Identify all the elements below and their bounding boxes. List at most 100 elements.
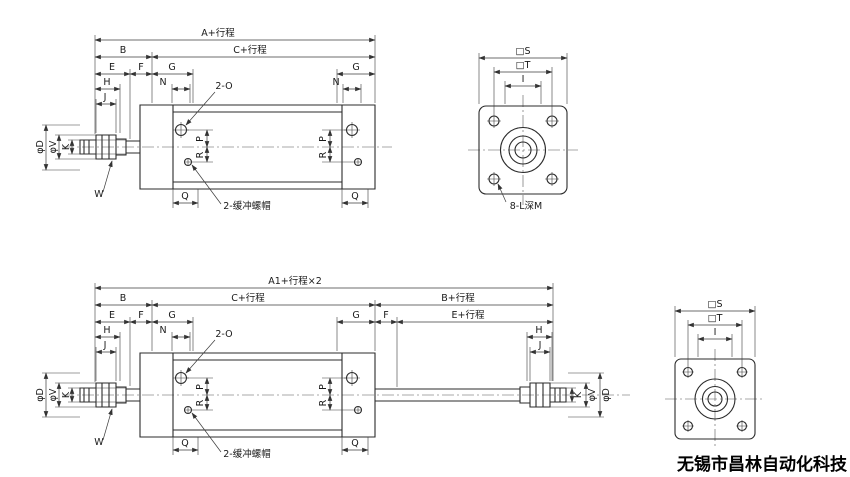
dim-label: B — [120, 45, 127, 56]
dim-label: E+行程 — [452, 309, 485, 321]
extension-lines — [42, 283, 604, 455]
watermark-text: 无锡市昌林自动化科技 — [676, 454, 848, 475]
callout-cushion-nuts: 2-缓冲螺帽 — [191, 164, 271, 212]
dim-c-plus-stroke: C+行程 — [151, 44, 376, 60]
dim-label: □T — [708, 313, 723, 324]
dim-n: N — [159, 325, 191, 340]
dim-q-right: Q — [341, 191, 369, 206]
dim-label: H — [535, 325, 542, 336]
dim-k-right: K — [569, 387, 584, 403]
dim-label: □T — [516, 60, 531, 71]
callout-rod-nut-w: W — [94, 160, 113, 200]
dim-p-left: P — [195, 129, 210, 148]
dim-label: □S — [707, 299, 722, 310]
dim-q-right: Q — [341, 438, 369, 453]
dim-b-plus-stroke: B+行程 — [374, 292, 554, 308]
dim-g-left: G — [151, 62, 194, 77]
cylinder-body — [139, 104, 376, 190]
dim-label: φV — [48, 140, 59, 153]
bore-circles — [694, 378, 736, 420]
dim-e: E — [94, 310, 131, 325]
dim-q-left: Q — [172, 438, 199, 453]
dim-label: G — [352, 62, 359, 73]
dim-p-left: P — [195, 377, 210, 396]
dim-label: Q — [181, 438, 188, 449]
callout-tapped-holes: 8-L深M — [497, 183, 542, 212]
dim-label: G — [168, 310, 175, 321]
callout-label: 2-缓冲螺帽 — [223, 448, 270, 460]
dim-label: N — [159, 77, 166, 88]
dim-label: φD — [35, 140, 46, 154]
dim-square-t: □T — [493, 60, 553, 75]
dim-label: K — [61, 143, 72, 150]
dim-n-right: N — [332, 77, 362, 92]
dim-label: Q — [351, 438, 358, 449]
flange-body — [478, 105, 568, 195]
dim-label: I — [714, 327, 717, 338]
dim-h: H — [94, 77, 121, 92]
flange-body — [674, 358, 756, 440]
dim-label: B — [120, 293, 127, 304]
dim-label: G — [168, 62, 175, 73]
callout-label: W — [94, 189, 104, 200]
dim-label: P — [195, 136, 206, 142]
bolt-holes — [682, 366, 748, 432]
callout-rod-nut-w: W — [94, 408, 113, 448]
dim-g-left: G — [151, 310, 194, 325]
dim-p-right: P — [318, 129, 333, 148]
callout-ports: 2-O — [185, 81, 233, 126]
dim-label: I — [522, 74, 525, 85]
extension-lines — [42, 35, 376, 208]
dim-label: K — [573, 391, 584, 398]
dim-label: C+行程 — [233, 44, 267, 56]
dim-label: N — [332, 77, 339, 88]
dim-f-right: F — [374, 310, 398, 325]
dim-dia-d-right: φD — [597, 372, 612, 418]
callout-label: 2-O — [215, 329, 232, 340]
dim-label: B+行程 — [441, 292, 475, 304]
bolt-holes — [487, 114, 559, 186]
dim-n-left: N — [159, 77, 191, 92]
dim-q-left: Q — [172, 191, 199, 206]
dim-square-s: □S — [478, 46, 568, 61]
dim-label: □S — [515, 46, 530, 57]
dim-f: F — [129, 62, 153, 77]
dim-label: H — [103, 77, 110, 88]
dim-label: A1+行程×2 — [268, 275, 322, 287]
port-holes — [173, 122, 363, 167]
dim-b: B — [94, 45, 153, 60]
dim-label: J — [103, 340, 107, 351]
dim-k-left: K — [61, 387, 75, 403]
dim-h-right: H — [526, 325, 553, 340]
dim-label: K — [61, 391, 72, 398]
dim-f-left: F — [129, 310, 153, 325]
dim-dia-d-left: φD — [35, 372, 49, 418]
dim-label: E — [109, 310, 115, 321]
bore-circles — [499, 126, 547, 174]
dim-label: R — [195, 151, 206, 158]
dim-r-left: R — [195, 394, 210, 411]
dim-p-right: P — [318, 377, 333, 396]
dim-label: P — [318, 384, 329, 390]
bottom-side-view-drawing: A1+行程×2 B C+行程 B+行程 E F G G F E+行程 H N H… — [35, 275, 630, 460]
dim-i: I — [697, 327, 733, 342]
callout-label: W — [94, 437, 104, 448]
dim-label: φV — [48, 388, 59, 401]
dim-g-right: G — [336, 62, 376, 77]
dim-r-left: R — [195, 146, 210, 163]
dim-label: A+行程 — [201, 27, 235, 39]
dim-j-right: J — [529, 340, 551, 355]
dim-a1-stroke-x2: A1+行程×2 — [94, 275, 554, 291]
dim-label: F — [138, 310, 143, 321]
dim-label: φV — [587, 388, 598, 401]
dim-dia-v-left: φV — [48, 382, 62, 408]
dim-dia-v: φV — [48, 134, 62, 160]
dim-label: φD — [35, 388, 46, 402]
dim-label: F — [138, 62, 143, 73]
dim-label: P — [195, 384, 206, 390]
dim-square-t: □T — [687, 313, 743, 328]
center-lines — [468, 95, 578, 205]
dim-label: φD — [601, 388, 612, 402]
dim-e: E — [94, 62, 131, 77]
top-side-view-drawing: A+行程 B C+行程 E F G G H N N J Q Q φD φV K … — [35, 27, 392, 212]
